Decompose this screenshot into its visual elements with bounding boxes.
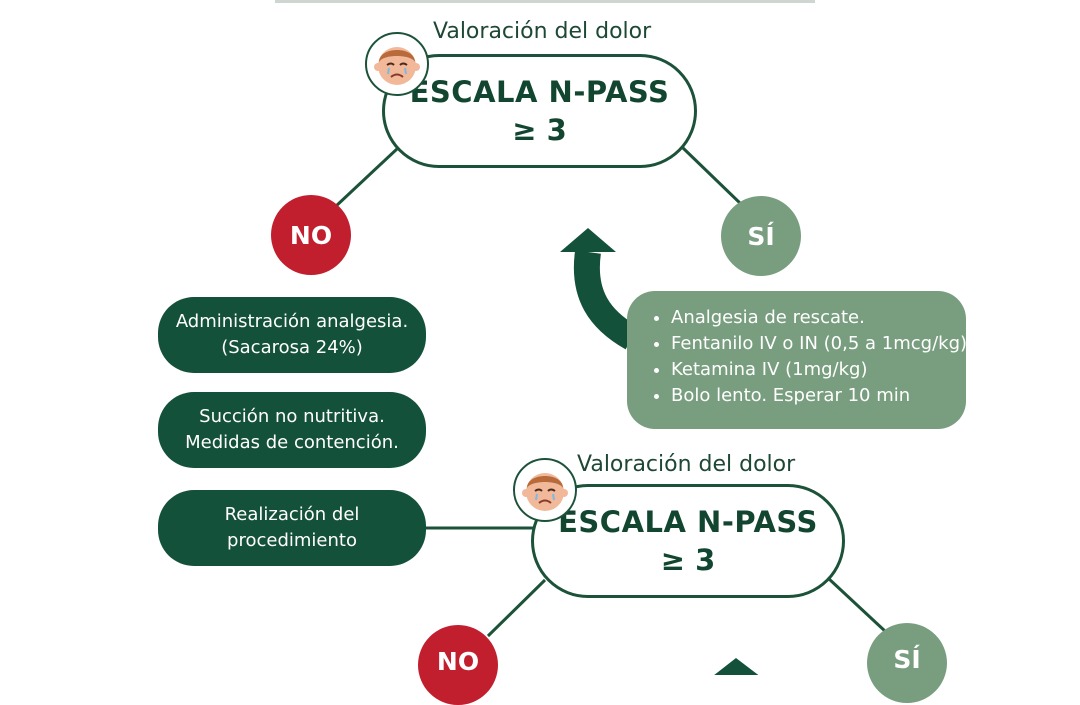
top-scale-name: ESCALA N-PASS (409, 75, 670, 109)
top-no-node: NO (271, 195, 351, 275)
step-analgesia-line1: Administración analgesia. (175, 311, 409, 332)
rescue-item: Analgesia de rescate. (671, 305, 950, 331)
top-face-icon (365, 32, 429, 96)
second-scale-condition: ≥ 3 (660, 543, 716, 577)
top-title-label: Valoración del dolor (433, 19, 652, 44)
return-arrow-shaft (573, 250, 639, 350)
rescue-analgesia-list: Analgesia de rescate. Fentanilo IV o IN … (651, 305, 967, 409)
step-succion: Succión no nutritiva. Medidas de contenc… (158, 392, 426, 468)
second-scale-name: ESCALA N-PASS (558, 505, 818, 539)
step-procedimiento-line1: Realización del (224, 504, 360, 525)
crying-baby-face-icon (374, 47, 420, 85)
rescue-item: Ketamina IV (1mg/kg) (671, 357, 950, 383)
diagram-connectors (275, 0, 888, 675)
second-face-icon (513, 458, 577, 522)
top-si-node: SÍ (721, 196, 801, 276)
crying-baby-face-icon (522, 473, 568, 511)
top-scale-condition: ≥ 3 (512, 113, 567, 147)
second-si-node: SÍ (867, 623, 947, 703)
step-succion-line2: Medidas de contención. (185, 432, 399, 453)
connector-second-to-si (826, 576, 888, 634)
step-analgesia-line2: (Sacarosa 24%) (221, 337, 363, 358)
top-scale-node: ESCALA N-PASS ≥ 3 (382, 54, 697, 168)
second-title-label: Valoración del dolor (577, 452, 796, 477)
step-procedimiento-line2: procedimiento (227, 530, 357, 551)
return-arrow-head-icon (560, 228, 616, 252)
step-analgesia: Administración analgesia. (Sacarosa 24%) (158, 297, 426, 373)
bottom-arrow-head-icon (714, 658, 759, 675)
rescue-item: Bolo lento. Esperar 10 min (671, 383, 950, 409)
second-scale-node: ESCALA N-PASS ≥ 3 (531, 484, 845, 598)
second-no-node: NO (418, 625, 498, 705)
connector-top-to-no (333, 146, 400, 209)
connector-second-to-no (486, 578, 547, 638)
connector-top-to-si (681, 146, 744, 207)
step-procedimiento: Realización del procedimiento (158, 490, 426, 566)
rescue-item: Fentanilo IV o IN (0,5 a 1mcg/kg) (671, 331, 967, 357)
rescue-analgesia-box: Analgesia de rescate. Fentanilo IV o IN … (627, 291, 967, 429)
top-divider (275, 0, 815, 3)
step-succion-line1: Succión no nutritiva. (199, 406, 385, 427)
